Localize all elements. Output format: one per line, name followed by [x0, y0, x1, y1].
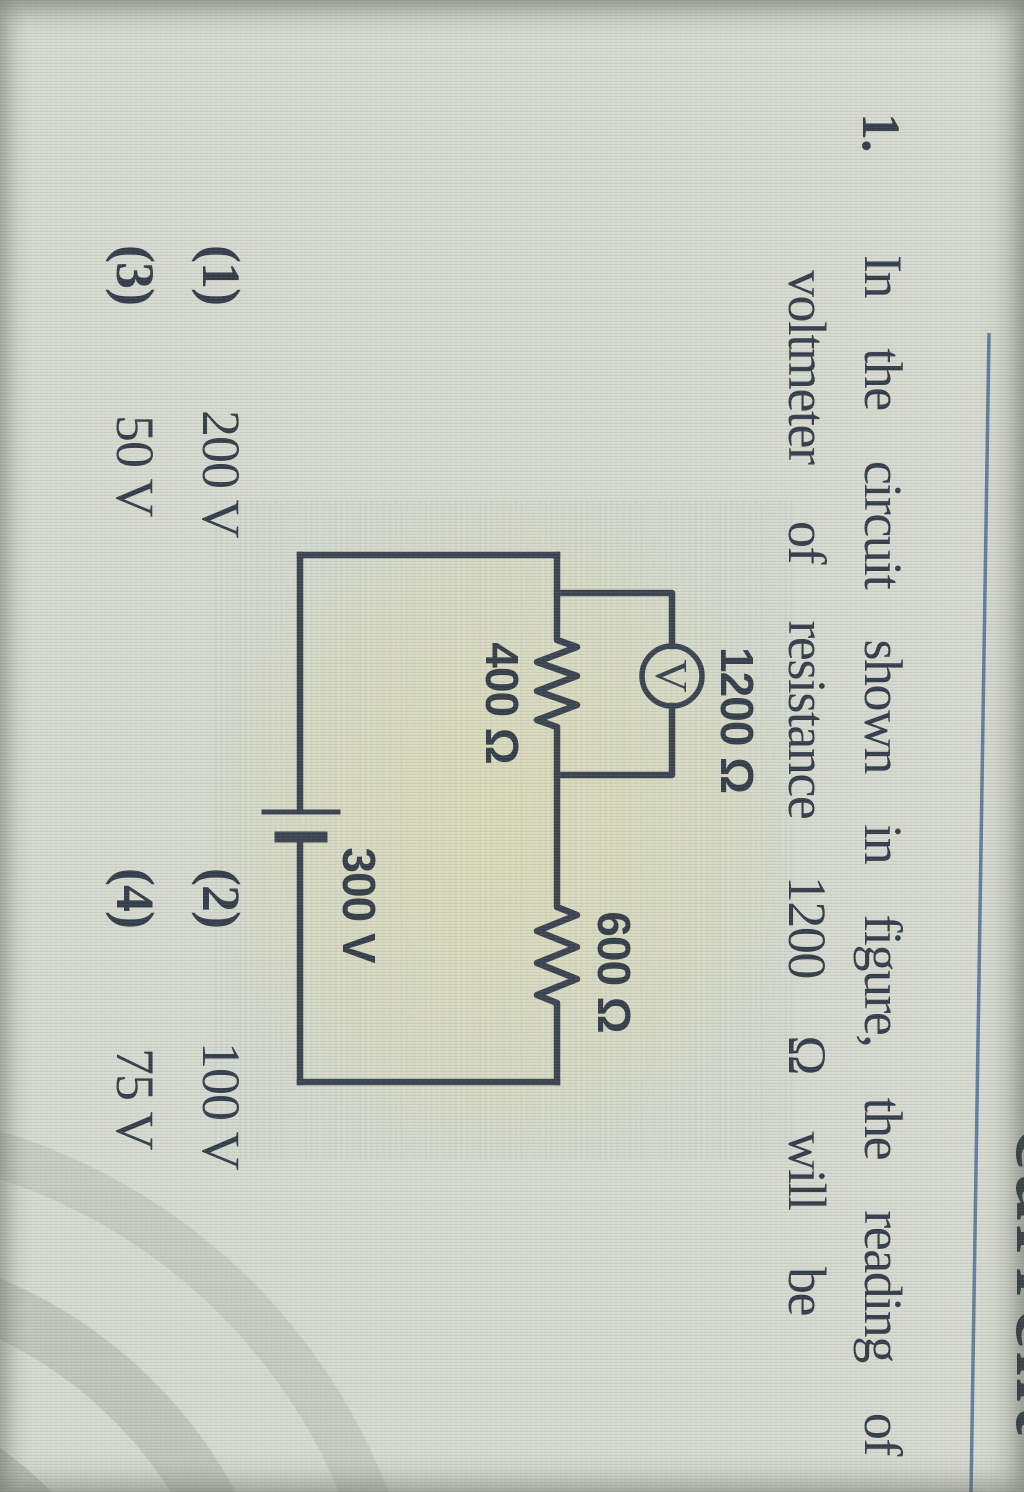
label-resistor-400: 400 Ω	[476, 642, 528, 764]
label-resistor-600: 600 Ω	[588, 911, 640, 1033]
voltmeter-circle	[639, 643, 705, 709]
option-2-value: 100 V	[191, 1042, 251, 1170]
voltmeter-branch-right	[553, 702, 676, 779]
voltmeter-v-label: V	[646, 659, 697, 692]
question-word: In	[853, 255, 913, 297]
option-3-number: (3)	[105, 245, 165, 305]
question-line-1: In the circuit shown in figure, the read…	[852, 255, 914, 1455]
option-1-value: 200 V	[191, 410, 251, 538]
question-word: resistance	[777, 620, 837, 819]
label-voltmeter-resistance: 1200 Ω	[711, 647, 763, 793]
question-word: shown	[853, 639, 913, 774]
question-number: 1.	[851, 113, 911, 152]
option-3-value: 50 V	[105, 415, 165, 517]
question-word: be	[777, 1266, 837, 1315]
question-word: the	[853, 1097, 913, 1160]
option-4-number: (4)	[105, 868, 165, 928]
question-line-2: voltmeter of resistance 1200 Ω will be	[776, 270, 838, 1315]
question-word: will	[777, 1131, 837, 1210]
question-word: voltmeter	[777, 270, 837, 464]
cut-off-heading-fragment: current	[1000, 1128, 1024, 1492]
question-word: 1200	[777, 875, 837, 978]
label-battery-voltage: 300 V	[333, 847, 385, 963]
question-word: Ω	[777, 1035, 837, 1074]
question-word: figure,	[853, 914, 913, 1047]
voltmeter-branch-left	[553, 589, 676, 650]
question-word: the	[853, 348, 913, 410]
option-1-number: (1)	[191, 245, 251, 305]
question-word: of	[777, 520, 837, 563]
question-word: in	[853, 824, 913, 864]
cut-off-heading-text: current	[1000, 1128, 1024, 1437]
question-word: reading	[853, 1210, 913, 1362]
top-wire-with-resistors	[533, 551, 581, 1086]
option-2-number: (2)	[191, 868, 251, 928]
question-word: circuit	[853, 460, 913, 589]
circuit-diagram: V	[261, 551, 705, 1086]
question-word: of	[853, 1412, 913, 1455]
option-4-value: 75 V	[105, 1048, 165, 1150]
blue-divider-rule	[969, 332, 991, 1492]
